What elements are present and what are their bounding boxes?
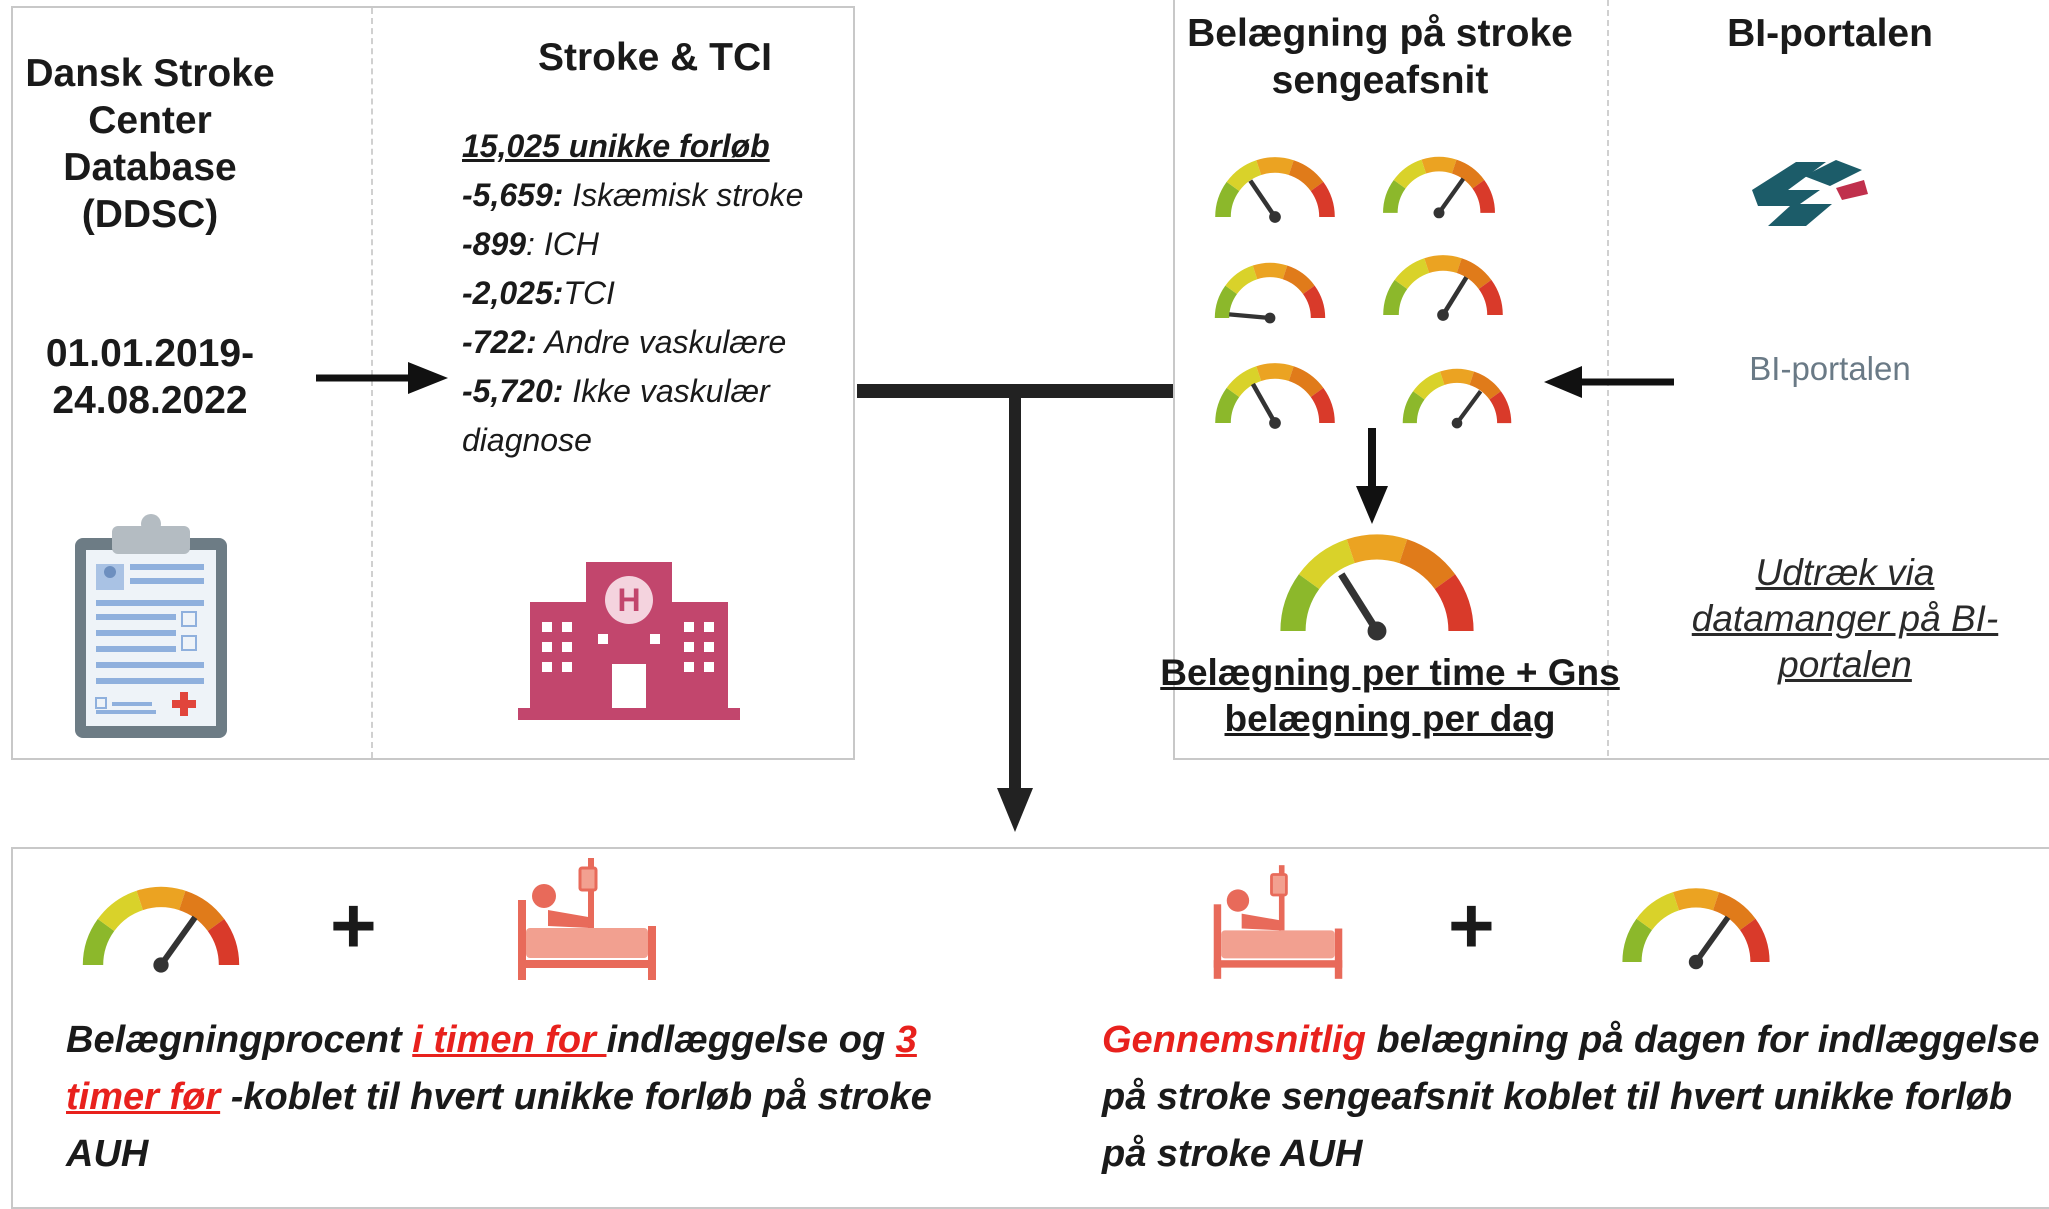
desc-text: indlæggelse og [606, 1019, 896, 1061]
ddsc-divider [371, 8, 373, 758]
hospital-icon: H [518, 562, 740, 720]
gauge-icon [1378, 250, 1508, 328]
arrow-down-icon [997, 392, 1033, 832]
bi-divider [1607, 0, 1609, 756]
connector-horizontal-line [857, 384, 1173, 398]
stroke-total: 15,025 unikke forløb [462, 128, 770, 164]
desc-text: belægning på dagen for indlæggelse på st… [1102, 1019, 2040, 1175]
stroke-item-label: TCI [563, 275, 615, 311]
plus-sign: + [330, 881, 377, 970]
desc-text: -koblet til hvert unikke forløb på strok… [66, 1076, 932, 1175]
gauge-icon [1210, 258, 1330, 330]
gauge-icon [1378, 152, 1500, 225]
stroke-tci-title: Stroke & TCI [537, 36, 773, 79]
desc-text: Belægningprocent [66, 1019, 413, 1061]
gauge-icon [1616, 882, 1776, 978]
svg-text:H: H [617, 582, 640, 618]
ddsc-dates: 01.01.2019- 24.08.2022 [45, 332, 255, 422]
output-right-description: Gennemsnitlig belægning på dagen for ind… [1102, 1012, 2042, 1183]
stroke-item: -5,659: Iskæmisk stroke [462, 171, 862, 220]
belaegning-title: Belægning på stroke sengeafsnit [1187, 12, 1573, 102]
desc-highlight: 3 timer før [66, 1019, 917, 1118]
gauge-icon [1398, 364, 1516, 435]
stroke-item-count: -2,025: [462, 275, 564, 311]
stroke-item: -722: Andre vaskulære [462, 318, 862, 367]
clipboard-icon [75, 514, 227, 738]
bi-portalen-logo [1752, 160, 1868, 226]
gauge-icon [76, 880, 246, 982]
arrow-down-icon [1356, 428, 1388, 524]
stroke-item-label: : ICH [526, 226, 599, 262]
gauge-icon [1210, 152, 1340, 230]
stroke-item-count: -722: [462, 324, 537, 360]
arrow-right-icon [316, 362, 448, 394]
stroke-item-label: Ikke vaskulær diagnose [462, 373, 770, 458]
belaegning-bottom-label: Belægning per time + Gns belægning per d… [1160, 652, 1620, 739]
arrow-left-icon [1544, 366, 1674, 398]
stroke-item-count: -899 [462, 226, 527, 262]
stroke-item-count: -5,659: [462, 177, 564, 213]
output-left-description: Belægningprocent i timen for indlæggelse… [66, 1012, 946, 1183]
gauge-icon [1210, 358, 1340, 436]
bi-portalen-logo-text: BI-portalen [1749, 350, 1911, 387]
stroke-item: -5,720: Ikke vaskulær diagnose [462, 367, 852, 465]
hospital-bed-icon [518, 858, 656, 980]
hospital-bed-icon [1213, 865, 1343, 979]
ddsc-title: Dansk Stroke Center Database (DDSC) [25, 52, 275, 236]
bi-portalen-title: BI-portalen [1727, 12, 1933, 55]
desc-highlight: i timen for [412, 1019, 607, 1061]
stroke-item: -2,025:TCI [462, 269, 862, 318]
stroke-tci-list: 15,025 unikke forløb -5,659: Iskæmisk st… [462, 122, 862, 465]
gauge-large-icon [1272, 526, 1482, 652]
bi-extract-text: Udtræk via datamanger på BI-portalen [1691, 552, 1999, 685]
stroke-item-label: Iskæmisk stroke [563, 177, 804, 213]
stroke-item-label: Andre vaskulære [536, 324, 787, 360]
desc-highlight: Gennemsnitlig [1102, 1019, 1366, 1061]
stroke-item-count: -5,720: [462, 373, 564, 409]
plus-sign: + [1448, 881, 1495, 970]
stroke-item: -899: ICH [462, 220, 862, 269]
